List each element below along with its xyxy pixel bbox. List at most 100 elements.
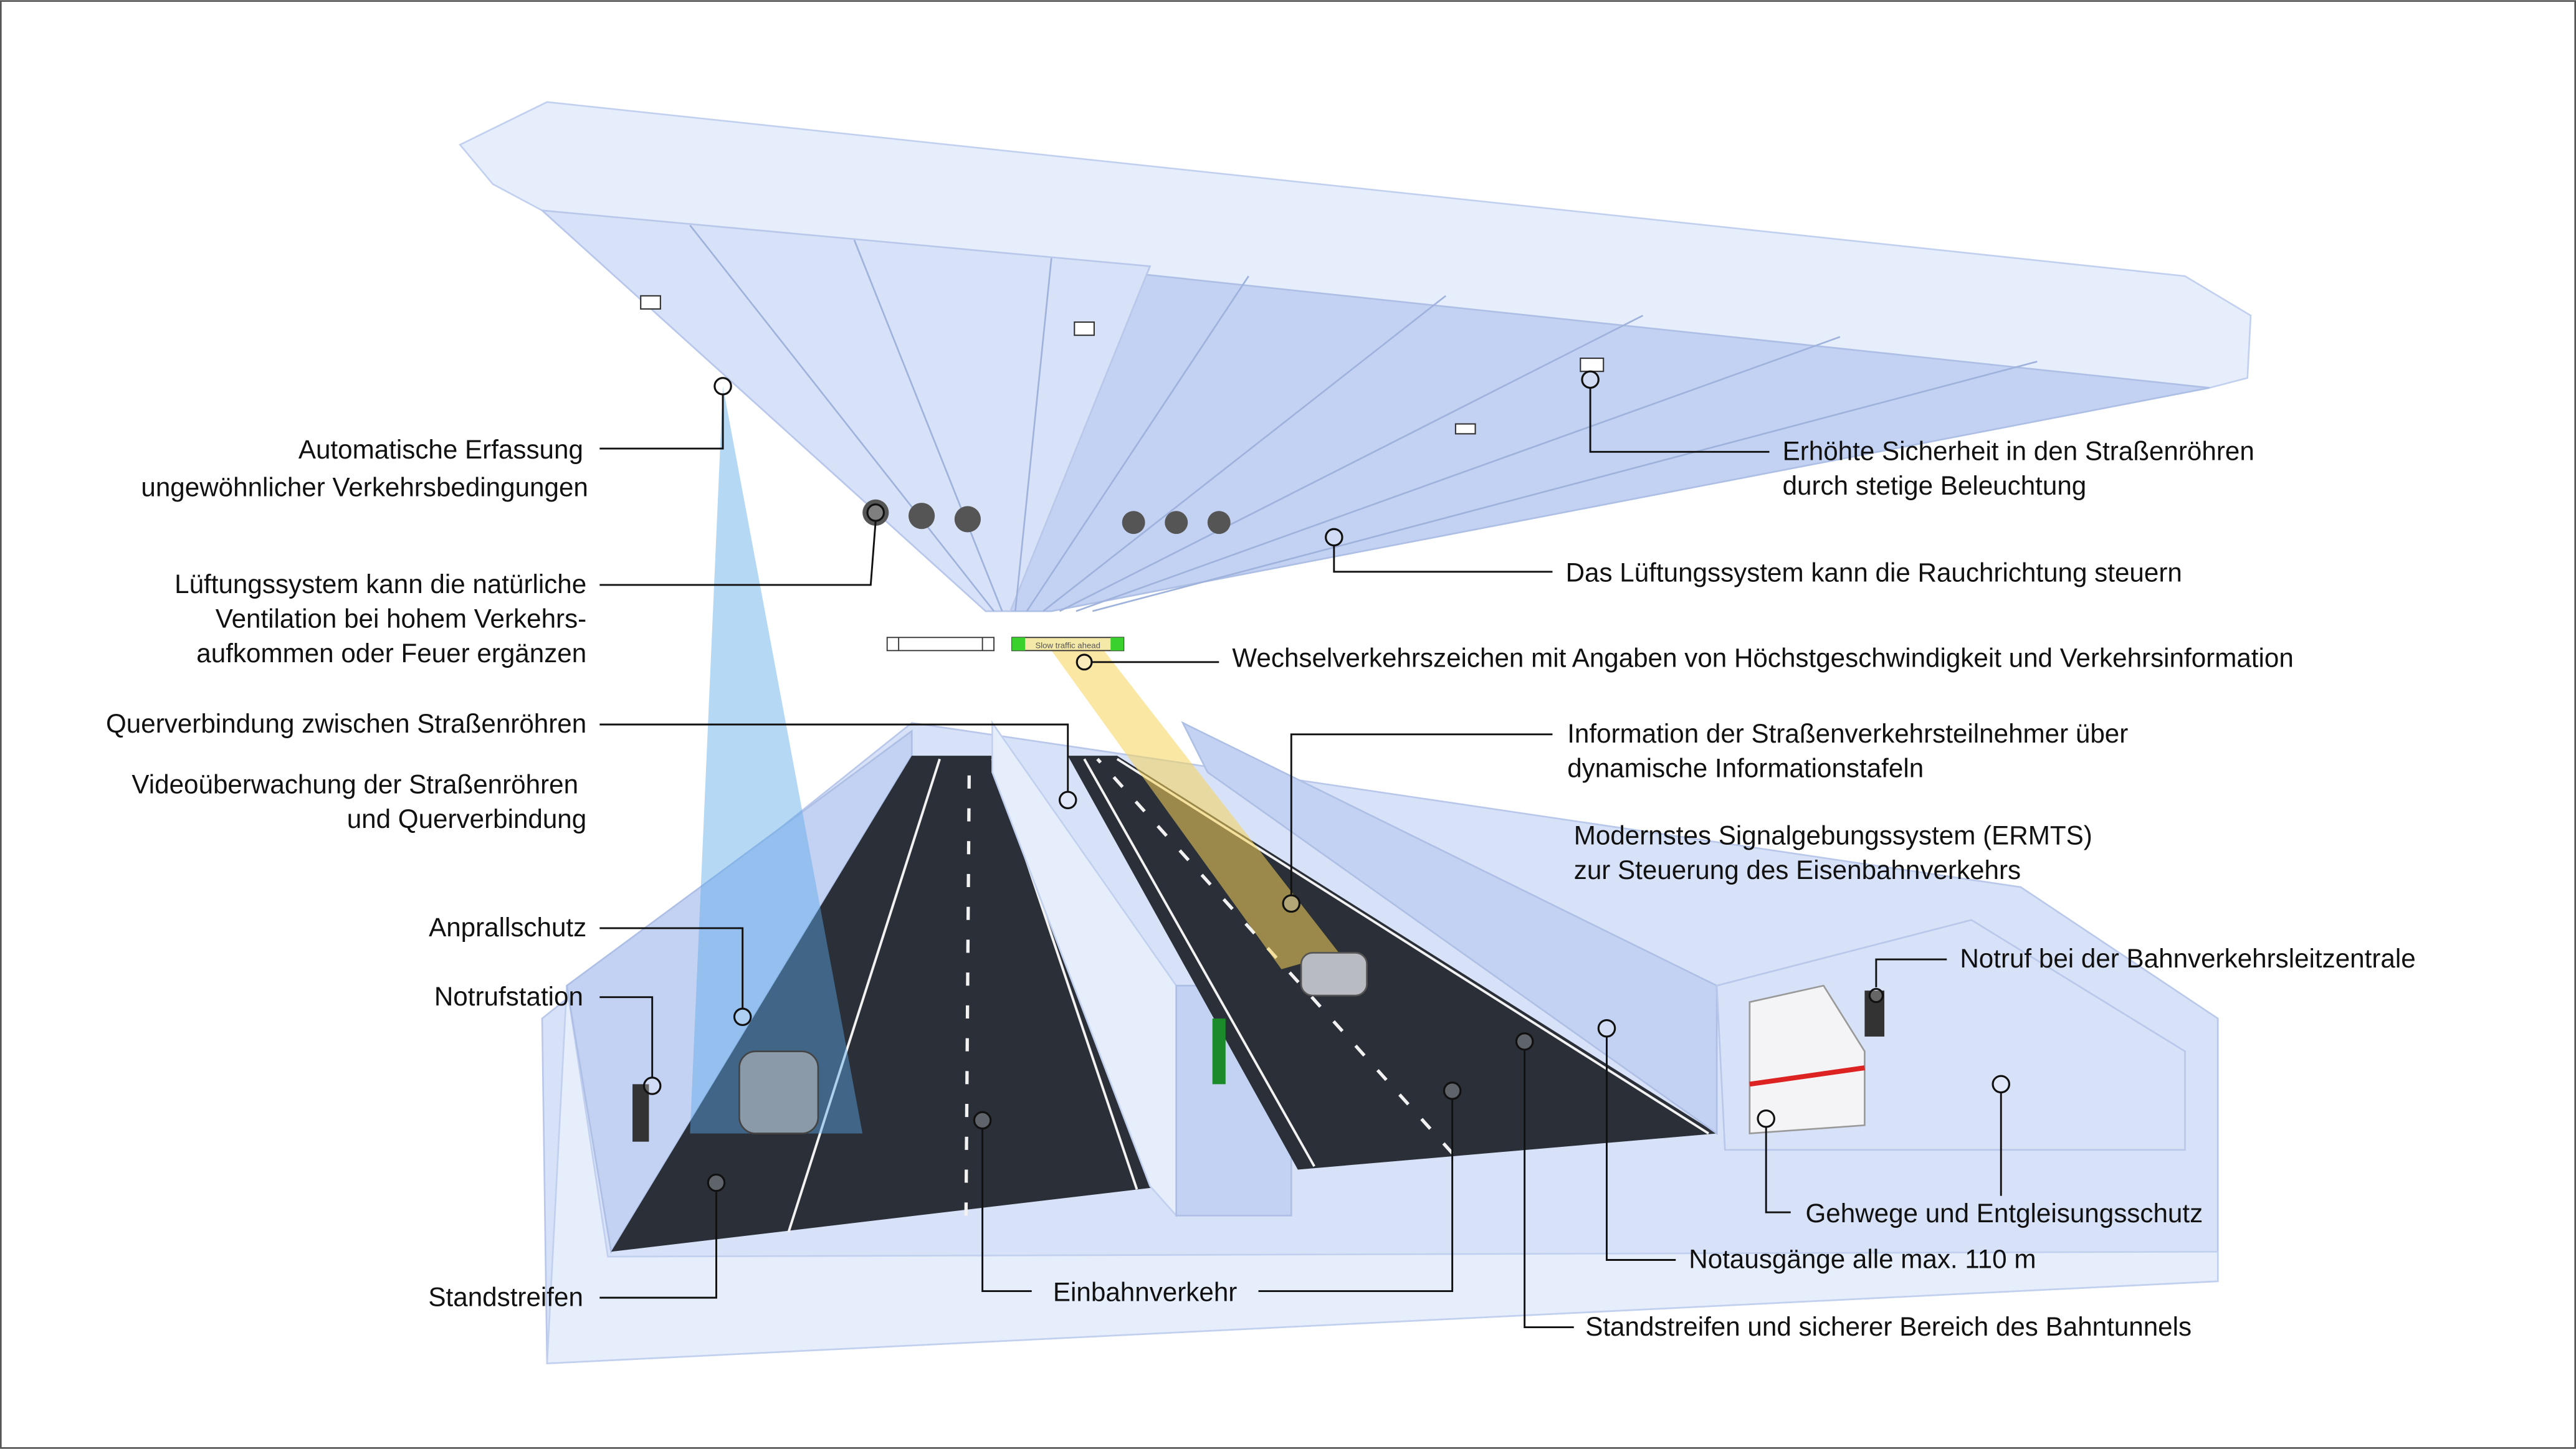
car — [738, 1050, 819, 1134]
callout-leader-line — [599, 927, 744, 1009]
callout-label: Querverbindung zwischen Straßenröhren — [106, 709, 586, 738]
callout-leader-line — [1875, 958, 1947, 987]
diagram-shape — [1076, 336, 1841, 612]
callout-label: zur Steuerung des Eisenbahnverkehrs — [1574, 855, 2021, 885]
variable-message-sign: Slow traffic ahead — [1011, 637, 1125, 652]
callout-leader-line — [599, 1190, 717, 1299]
callout-emergency-station: Notrufstation — [434, 982, 662, 1095]
callout-label: Standstreifen und sicherer Bereich des B… — [1585, 1312, 2192, 1341]
callout-ermts: Modernstes Signalgebungssystem (ERMTS) z… — [1574, 820, 2092, 884]
callout-leader-line — [1333, 545, 1553, 573]
callout-label: Modernstes Signalgebungssystem (ERMTS) — [1574, 820, 2092, 850]
diagram-shape — [689, 224, 2038, 612]
callout-marker — [1282, 894, 1301, 913]
callout-marker — [707, 1173, 726, 1192]
diagram-shape — [1026, 275, 1249, 612]
callout-leader-line — [1290, 733, 1553, 896]
sign-cone — [1051, 650, 1339, 969]
diagram-shape — [991, 720, 1178, 1218]
callout-marker — [1207, 511, 1231, 534]
diagram-shape — [1083, 758, 1315, 1167]
diagram-shape — [1014, 258, 1052, 612]
callout-variable-signs: Wechselverkehrszeichen mit Angaben von H… — [1076, 644, 2294, 673]
arrow-down-icon — [1012, 637, 1026, 651]
callout-label: Notausgänge alle max. 110 m — [1689, 1245, 2036, 1274]
callout-leader-line — [1524, 1050, 1574, 1329]
diagram-shape — [886, 637, 995, 652]
callout-marker — [1581, 370, 1600, 389]
callout-leader-line — [599, 394, 724, 450]
car — [1300, 952, 1368, 997]
diagram-shape — [1181, 721, 1718, 1136]
callout-label: Wechselverkehrszeichen mit Angaben von H… — [1232, 644, 2293, 673]
callout-marker — [954, 506, 981, 533]
callout-leader-line — [1589, 387, 1770, 453]
diagram-shape — [1092, 361, 2038, 612]
callout-lighting: Erhöhte Sicherheit in den Straßenröhren … — [1581, 370, 2254, 500]
arrow-down-icon — [1110, 637, 1124, 651]
callout-label: Einbahnverkehr — [1053, 1277, 1237, 1306]
callout-rail-emergency-call: Notruf bei der Bahnverkehrsleitzentrale — [1868, 944, 2416, 1004]
callout-cross-connection: Querverbindung zwischen Straßenröhren — [106, 709, 1077, 810]
ceiling-lamp — [1580, 358, 1605, 373]
callout-marker — [1325, 528, 1343, 547]
callout-one-way: Einbahnverkehr — [973, 1081, 1462, 1306]
callout-label: und Querverbindung — [347, 804, 587, 834]
floor-structure — [541, 720, 2219, 1364]
diagram-shape — [689, 224, 995, 612]
ventilation-fans — [862, 499, 1231, 534]
callout-smoke-control: Das Lüftungssystem kann die Rauchrichtun… — [1325, 528, 2182, 587]
callout-marker — [1757, 1109, 1775, 1128]
callout-label: Lüftungssystem kann die natürliche — [174, 569, 586, 599]
callout-marker — [862, 499, 889, 526]
camera-cone — [690, 386, 863, 1134]
callout-marker — [713, 377, 732, 396]
callout-label: dynamische Informationstafeln — [1567, 753, 1924, 782]
sign-text: Slow traffic ahead — [1035, 640, 1100, 650]
diagram-shape — [540, 209, 1152, 612]
callout-video-surveillance: Videoüberwachung der Straßenröhren und Q… — [131, 770, 586, 834]
ceiling-lamp — [640, 295, 661, 310]
train — [1748, 984, 1866, 1134]
callout-marker — [1597, 1019, 1616, 1038]
diagram-shape — [1042, 295, 1446, 612]
ceiling-lamp — [1074, 321, 1095, 336]
callout-leader-line — [599, 723, 1069, 792]
callout-leader-line — [599, 520, 877, 586]
callout-emergency-exits: Notausgänge alle max. 110 m — [1597, 1019, 2036, 1274]
ceiling-lamp — [1454, 423, 1476, 435]
callout-marker — [866, 503, 885, 522]
callout-label: Erhöhte Sicherheit in den Straßenröhren — [1783, 437, 2254, 466]
diagram-shape — [964, 759, 971, 1216]
diagram-shape — [1059, 315, 1644, 612]
callout-leader-line — [599, 996, 654, 1078]
variable-message-sign-blank — [886, 637, 995, 652]
callout-marker — [642, 1076, 662, 1095]
callout-marker — [1058, 791, 1077, 810]
ceiling-slab — [459, 101, 2252, 612]
callout-marker — [973, 1111, 992, 1130]
callout-marker — [1992, 1075, 2010, 1094]
callout-label: Notrufstation — [434, 982, 583, 1011]
diagram-shape — [787, 758, 941, 1233]
callout-marker — [1868, 987, 1884, 1004]
callout-leader-line — [1606, 1036, 1676, 1261]
callout-marker — [1165, 511, 1188, 534]
callout-label: Ventilation bei hohem Verkehrs- — [216, 604, 586, 633]
callout-leader-line — [981, 1128, 1032, 1293]
callout-label: Information der Straßenverkehrsteilnehme… — [1567, 719, 2128, 748]
callout-marker — [1122, 511, 1145, 534]
callout-label: Standstreifen — [428, 1282, 583, 1311]
callout-crash-barrier: Anprallschutz — [429, 913, 752, 1027]
emergency-station-box — [632, 1084, 649, 1142]
callout-label: durch stetige Beleuchtung — [1783, 471, 2087, 500]
callout-label: Automatische Erfassung — [298, 435, 583, 464]
callout-marker — [1076, 653, 1093, 671]
callout-marker — [1443, 1081, 1462, 1100]
callout-label: Videoüberwachung der Straßenröhren — [131, 770, 578, 799]
diagram-shape — [1749, 1065, 1865, 1087]
callout-rail-safe-area: Standstreifen und sicherer Bereich des B… — [1515, 1032, 2192, 1341]
callout-marker — [908, 503, 935, 530]
callout-automatic-detection: Automatische Erfassung ungewöhnlicher Ve… — [141, 377, 732, 502]
